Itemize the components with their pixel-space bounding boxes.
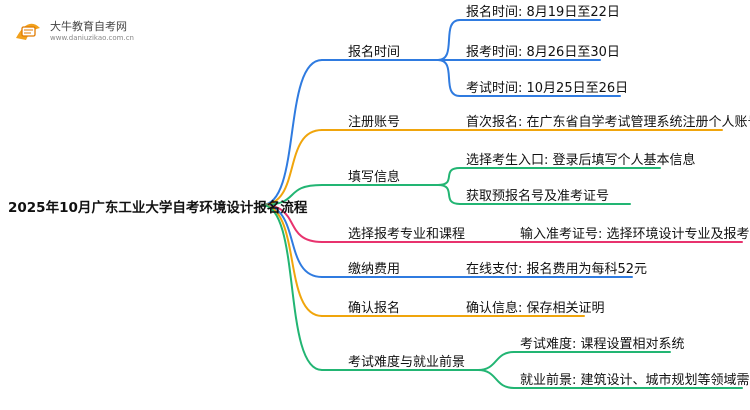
child-connector xyxy=(477,369,515,389)
branch-label: 注册账号 xyxy=(348,115,401,130)
branch-label: 报名时间 xyxy=(348,45,401,60)
child-label: 考试时间: 10月25日至26日 xyxy=(466,81,629,96)
branch-connector xyxy=(261,129,323,206)
child-connector xyxy=(477,351,515,371)
branch-label: 考试难度与就业前景 xyxy=(348,355,466,370)
branch-label: 填写信息 xyxy=(348,170,401,185)
logo-title: 大牛教育自考网 xyxy=(50,20,127,33)
site-logo: 大牛教育自考网 www.daniuzikao.com.cn xyxy=(14,14,174,48)
branch-label: 选择报考专业和课程 xyxy=(348,227,466,242)
child-connector xyxy=(437,167,461,186)
child-connector xyxy=(437,59,461,97)
child-label: 首次报名: 在广东省自学考试管理系统注册个人账号 xyxy=(466,115,750,130)
branch-connector xyxy=(261,59,323,206)
child-connector xyxy=(437,184,461,205)
branch-label: 确认报名 xyxy=(348,301,401,316)
child-label: 确认信息: 保存相关证明 xyxy=(466,301,605,316)
child-label: 选择考生入口: 登录后填写个人基本信息 xyxy=(466,153,696,168)
root-node: 2025年10月广东工业大学自考环境设计报名流程 xyxy=(8,200,308,216)
child-label: 就业前景: 建筑设计、城市规划等领域需求大 xyxy=(520,373,750,388)
child-label: 输入准考证号: 选择环境设计专业及报考科目 xyxy=(520,227,750,242)
logo-url: www.daniuzikao.com.cn xyxy=(50,34,134,42)
child-label: 报考时间: 8月26日至30日 xyxy=(466,45,620,60)
child-label: 在线支付: 报名费用为每科52元 xyxy=(466,262,648,277)
child-label: 考试难度: 课程设置相对系统 xyxy=(520,337,685,352)
child-connector xyxy=(437,19,461,61)
branch-connector xyxy=(261,204,323,317)
branch-label: 缴纳费用 xyxy=(348,262,401,277)
logo-badge-icon xyxy=(16,23,40,40)
child-label: 报名时间: 8月19日至22日 xyxy=(466,5,620,20)
child-label: 获取预报名号及准考证号 xyxy=(466,189,610,204)
branch-connector xyxy=(261,204,323,371)
branch-connector xyxy=(261,184,323,206)
